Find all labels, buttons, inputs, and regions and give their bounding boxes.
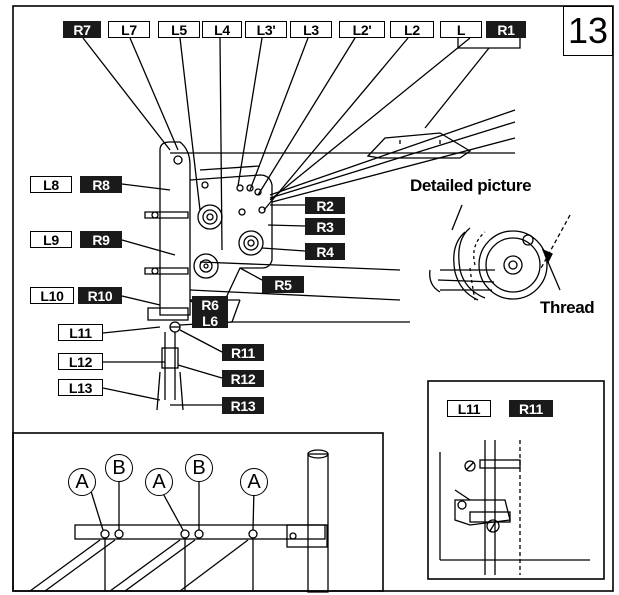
inset-label-l11: L11 xyxy=(447,400,491,417)
label-l12: L12 xyxy=(58,353,103,370)
label-r8: R8 xyxy=(80,176,122,193)
label-r5: R5 xyxy=(262,276,304,293)
label-r10: R10 xyxy=(78,287,122,304)
marker-a-3: A xyxy=(240,468,268,496)
label-r6: R6 xyxy=(192,296,228,313)
label-l5: L5 xyxy=(158,21,200,38)
label-l7: L7 xyxy=(108,21,150,38)
label-l2-prime: L2' xyxy=(339,21,385,38)
marker-b-1: B xyxy=(105,454,133,482)
label-l13: L13 xyxy=(58,379,103,396)
label-r1: R1 xyxy=(486,21,526,38)
label-l6: L6 xyxy=(192,313,228,329)
thread-label: Thread xyxy=(540,298,595,317)
label-r11: R11 xyxy=(222,344,264,361)
bar-inset-frame xyxy=(12,432,384,592)
label-r2: R2 xyxy=(305,197,345,214)
label-l11: L11 xyxy=(58,324,103,341)
marker-a-2: A xyxy=(145,468,173,496)
label-l10: L10 xyxy=(30,287,74,304)
detailed-picture-title: Detailed picture xyxy=(410,176,532,195)
label-l9: L9 xyxy=(30,231,72,248)
label-l3-prime: L3' xyxy=(245,21,287,38)
label-r4: R4 xyxy=(305,243,345,260)
needle-inset-frame xyxy=(427,380,605,580)
label-l: L xyxy=(440,21,482,38)
label-l8: L8 xyxy=(30,176,72,193)
marker-a-1: A xyxy=(68,468,96,496)
label-r3: R3 xyxy=(305,218,345,235)
label-l2: L2 xyxy=(390,21,434,38)
marker-b-2: B xyxy=(185,454,213,482)
label-r9: R9 xyxy=(80,231,122,248)
label-r12: R12 xyxy=(222,370,264,387)
label-r7: R7 xyxy=(63,21,101,38)
label-r13: R13 xyxy=(222,397,264,414)
label-l3: L3 xyxy=(290,21,332,38)
inset-label-r11: R11 xyxy=(509,400,553,417)
label-l4: L4 xyxy=(202,21,242,38)
page-number: 13 xyxy=(563,6,613,56)
